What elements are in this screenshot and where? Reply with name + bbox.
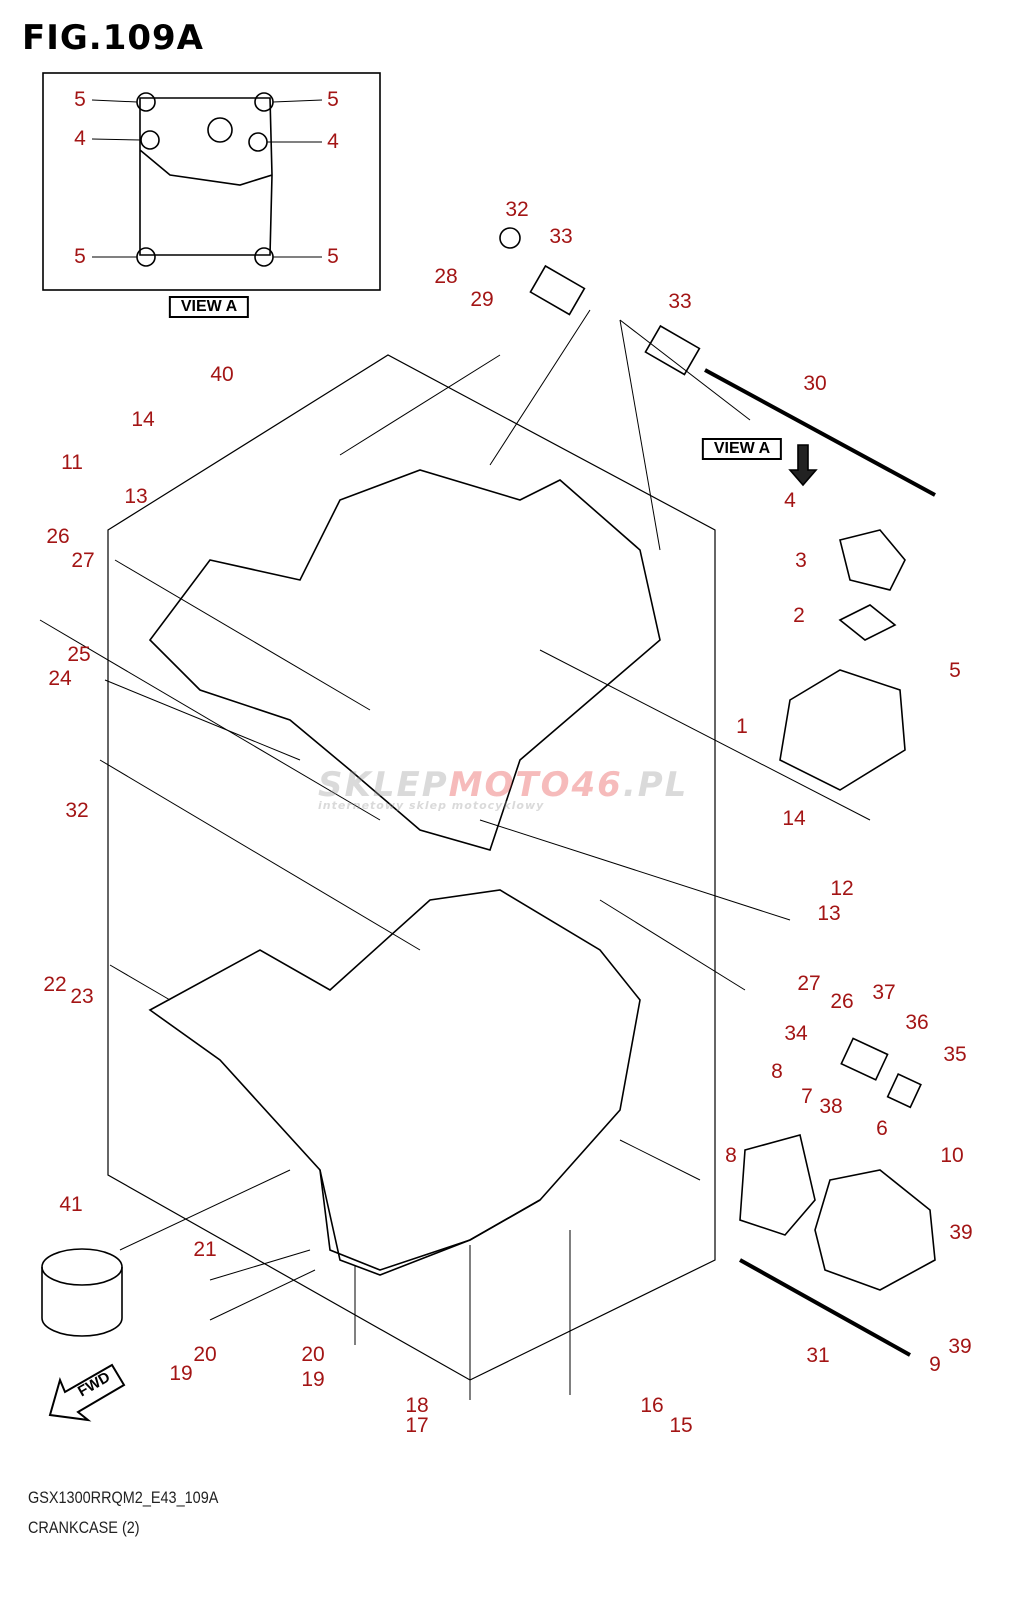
part-callout-2: 2	[793, 604, 805, 627]
part-callout-33: 33	[668, 290, 692, 313]
figure-title: FIG.109A	[22, 18, 204, 58]
part-callout-4: 4	[327, 130, 339, 153]
part-callout-34: 34	[784, 1022, 808, 1045]
part-callout-1: 1	[736, 715, 748, 738]
part-callout-3: 3	[795, 549, 807, 572]
view-a-arrow-icon	[788, 444, 818, 487]
part-callout-38: 38	[819, 1095, 843, 1118]
oil-pan-outline	[319, 1169, 541, 1276]
upper-crankcase-outline	[148, 469, 661, 851]
part-callout-26: 26	[46, 525, 70, 548]
part-callout-10: 10	[940, 1144, 964, 1167]
part-callout-19: 19	[169, 1362, 193, 1385]
part-callout-39: 39	[948, 1335, 972, 1358]
part-callout-4: 4	[784, 489, 796, 512]
part-callout-8: 8	[771, 1060, 783, 1083]
part-callout-24: 24	[48, 667, 72, 690]
part-callout-17: 17	[405, 1414, 429, 1437]
part-callout-36: 36	[905, 1011, 929, 1034]
part-callout-23: 23	[70, 985, 94, 1008]
lower-crankcase-outline	[148, 889, 641, 1271]
part-callout-5: 5	[74, 245, 86, 268]
oil-filter	[41, 1248, 123, 1337]
part-callout-5: 5	[74, 88, 86, 111]
part-callout-5: 5	[327, 245, 339, 268]
part-callout-7: 7	[801, 1085, 813, 1108]
part-callout-5: 5	[949, 659, 961, 682]
part-callout-35: 35	[943, 1043, 967, 1066]
part-callout-16: 16	[640, 1394, 664, 1417]
part-callout-11: 11	[61, 451, 83, 474]
crankcase-reference-frame	[107, 354, 716, 1381]
part-callout-15: 15	[669, 1414, 693, 1437]
part-callout-27: 27	[71, 549, 95, 572]
part-callout-20: 20	[301, 1343, 325, 1366]
part-callout-32: 32	[505, 198, 529, 221]
part-callout-40: 40	[210, 363, 234, 386]
view-a-inset-frame	[42, 72, 381, 291]
view-a-label-inset: VIEW A	[168, 296, 250, 318]
part-callout-13: 13	[124, 485, 148, 508]
footer-code: GSX1300RRQM2_E43_109A	[28, 1488, 219, 1507]
part-callout-21: 21	[193, 1238, 217, 1261]
part-callout-32: 32	[65, 799, 89, 822]
footer-name: CRANKCASE (2)	[28, 1518, 140, 1537]
part-callout-19: 19	[301, 1368, 325, 1391]
part-callout-29: 29	[470, 288, 494, 311]
part-callout-14: 14	[782, 807, 806, 830]
part-callout-13: 13	[817, 902, 841, 925]
part-callout-20: 20	[193, 1343, 217, 1366]
part-callout-18: 18	[405, 1394, 429, 1417]
part-callout-8: 8	[725, 1144, 737, 1167]
view-a-cover-outline	[139, 97, 273, 256]
leader-lines	[39, 309, 871, 1400]
part-callout-37: 37	[872, 981, 896, 1004]
part-callout-25: 25	[67, 643, 91, 666]
part-callout-6: 6	[876, 1117, 888, 1140]
part-callout-4: 4	[74, 127, 86, 150]
fwd-arrow-icon	[48, 1363, 126, 1422]
part-callout-5: 5	[327, 88, 339, 111]
part-callout-31: 31	[806, 1344, 830, 1367]
part-callout-41: 41	[59, 1193, 83, 1216]
parts-right	[499, 227, 936, 1357]
part-callout-27: 27	[797, 972, 821, 995]
part-callout-26: 26	[830, 990, 854, 1013]
part-callout-22: 22	[43, 973, 67, 996]
part-callout-9: 9	[929, 1353, 941, 1376]
view-a-leaders	[91, 99, 323, 258]
part-callout-39: 39	[949, 1221, 973, 1244]
part-callout-14: 14	[131, 408, 155, 431]
part-callout-28: 28	[434, 265, 458, 288]
view-a-label-pointer: VIEW A	[701, 438, 783, 460]
part-callout-12: 12	[830, 877, 854, 900]
part-callout-33: 33	[549, 225, 573, 248]
part-callout-30: 30	[803, 372, 827, 395]
